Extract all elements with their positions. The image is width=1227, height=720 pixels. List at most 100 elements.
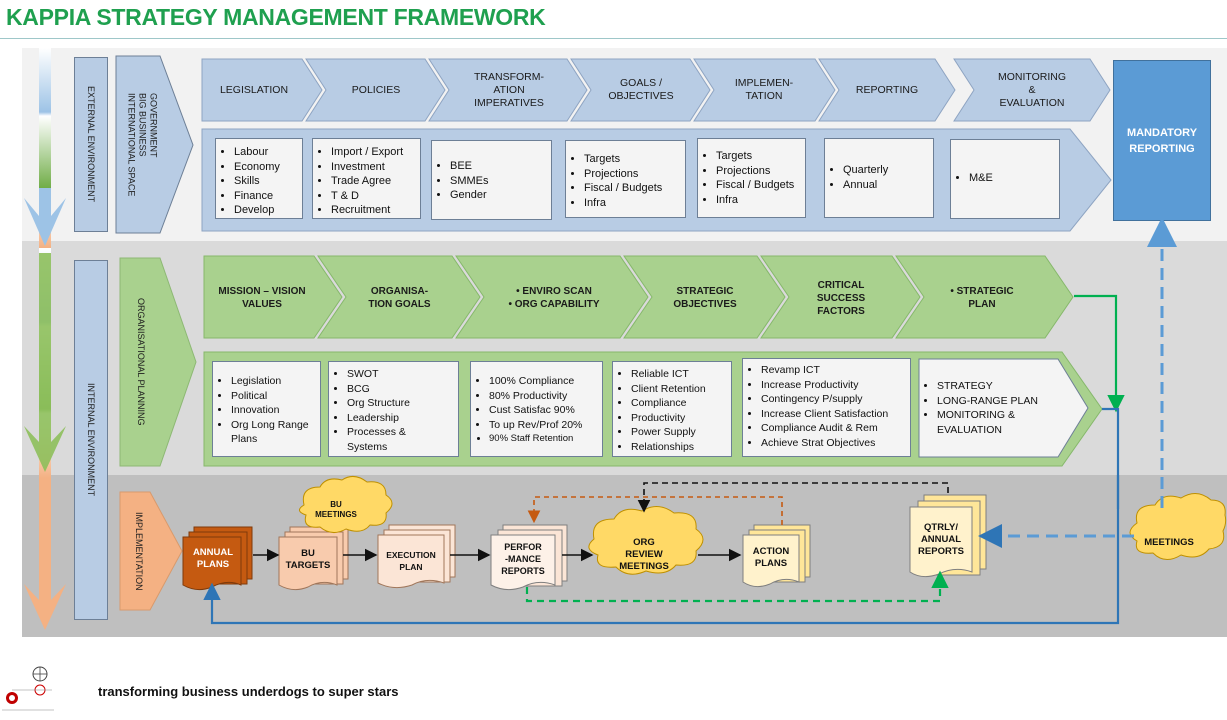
step-transformation: TRANSFORM- ATION IMPERATIVES — [474, 70, 544, 109]
detail-item: Contingency P/supply — [761, 392, 906, 407]
page-title: KAPPIA STRATEGY MANAGEMENT FRAMEWORK — [6, 4, 546, 30]
step-reporting: REPORTING — [855, 83, 919, 96]
detail-item: Economy — [234, 160, 298, 175]
external-environment-label: EXTERNAL ENVIRONMENT — [74, 57, 108, 232]
mandatory-reporting-box: MANDATORY REPORTING — [1113, 60, 1211, 221]
implementation-chevron — [119, 491, 183, 611]
step-policies: POLICIES — [351, 83, 401, 96]
detail-item: Increase Productivity — [761, 378, 906, 393]
org-planning-label: ORGANISATIONAL PLANNING — [136, 298, 146, 426]
step-strategic-plan: • STRATEGIC PLAN — [950, 286, 1014, 310]
detail-item: 100% Compliance — [489, 374, 598, 389]
bu-targets-label: BU TARGETS — [285, 548, 331, 571]
step-critical-success: CRITICAL SUCCESS FACTORS — [816, 279, 866, 317]
execution-plan-stack — [377, 524, 456, 589]
detail-item: STRATEGY — [937, 379, 1055, 394]
detail-item: Gender — [450, 188, 547, 203]
stakeholder-item: GOVERNMENT — [148, 93, 159, 158]
strategy-detail-arrow — [918, 358, 1089, 458]
qtrly-reports-stack — [909, 494, 987, 578]
detail-item: BCG — [347, 382, 454, 397]
internal-detail-box: Reliable ICT Client Retention Compliance… — [612, 361, 732, 457]
meetings-label: MEETINGS — [1144, 537, 1194, 548]
title-divider — [0, 38, 1227, 39]
external-detail-box: M&E — [950, 139, 1060, 219]
step-strategic-objectives: STRATEGIC OBJECTIVES — [673, 286, 737, 310]
step-monitoring: MONITORING & EVALUATION — [997, 70, 1067, 109]
action-plans-stack — [742, 524, 811, 588]
detail-item: Trade Agree — [331, 174, 416, 189]
detail-item: Annual — [843, 178, 929, 193]
detail-item: Compliance Audit & Rem — [761, 421, 906, 436]
external-detail-box: Targets Projections Fiscal / Budgets Inf… — [697, 138, 806, 218]
detail-item: T & D — [331, 189, 416, 204]
annual-plans-stack — [182, 526, 253, 591]
detail-item: Investment — [331, 160, 416, 175]
step-enviro-scan: • ENVIRO SCAN • ORG CAPABILITY — [508, 286, 600, 310]
detail-item: Reliable ICT — [631, 367, 727, 382]
external-steps-arrows — [201, 58, 1111, 122]
detail-item: Innovation — [231, 403, 316, 418]
cloud-shapes — [299, 476, 1227, 575]
bu-meetings-label: BU MEETINGS — [315, 500, 357, 519]
detail-item: BEE — [450, 159, 547, 174]
external-detail-box: Targets Projections Fiscal / Budgets Inf… — [565, 140, 686, 218]
step-org-goals: ORGANISA- TION GOALS — [368, 286, 431, 310]
step-implementation: IMPLEMEN- TATION — [734, 77, 794, 102]
detail-item: Infra — [716, 193, 801, 208]
logo-icon — [2, 666, 54, 711]
qtrly-reports-label: QTRLY/ ANNUAL REPORTS — [918, 522, 964, 557]
detail-item: Import / Export — [331, 145, 416, 160]
implementation-flow — [182, 475, 1227, 625]
detail-item: Cust Satisfac 90% — [489, 403, 598, 418]
detail-item: LONG-RANGE PLAN — [937, 394, 1055, 409]
step-goals: GOALS / OBJECTIVES — [608, 77, 674, 102]
detail-item: Political — [231, 389, 316, 404]
internal-steps-arrows — [203, 255, 1074, 339]
detail-item: Relationships — [631, 440, 727, 455]
detail-item: 80% Productivity — [489, 389, 598, 404]
detail-item: Compliance — [631, 396, 727, 411]
external-detail-box: Import / Export Investment Trade Agree T… — [312, 138, 421, 219]
detail-item: Client Retention — [631, 382, 727, 397]
detail-item: Fiscal / Budgets — [716, 178, 801, 193]
right-connectors — [1074, 220, 1177, 509]
detail-item: 90% Staff Retention — [489, 432, 598, 447]
detail-item: Processes & Systems — [347, 425, 454, 454]
performance-reports-label: PERFOR -MANCE REPORTS — [501, 542, 545, 576]
detail-item: SWOT — [347, 367, 454, 382]
stakeholders-list: GOVERNMENT BIG BUSINESS INTERNATIONAL SP… — [120, 62, 164, 228]
detail-item: Finance — [234, 189, 298, 204]
detail-item: Recruitment — [331, 203, 416, 218]
implementation-label: IMPLEMENTATION — [134, 511, 144, 591]
detail-item: Labour — [234, 145, 298, 160]
external-detail-box: BEE SMMEs Gender — [431, 140, 552, 220]
detail-item: Targets — [716, 149, 801, 164]
internal-detail-box: Legislation Political Innovation Org Lon… — [212, 361, 321, 457]
detail-item: Quarterly — [843, 163, 929, 178]
detail-item: Infra — [584, 196, 681, 211]
detail-item: Org Structure — [347, 396, 454, 411]
detail-item: Skills — [234, 174, 298, 189]
detail-item: Fiscal / Budgets — [584, 181, 681, 196]
step-mission: MISSION – VISION VALUES — [218, 286, 306, 310]
detail-item: Achieve Strat Objectives — [761, 436, 906, 451]
detail-item: Org Long Range Plans — [231, 418, 316, 447]
internal-detail-box: Revamp ICT Increase Productivity Conting… — [742, 358, 911, 457]
stakeholder-item: BIG BUSINESS — [137, 93, 148, 157]
external-detail-box: Labour Economy Skills Finance Develop — [215, 138, 303, 219]
performance-reports-stack — [490, 524, 568, 591]
execution-plan-label: EXECUTION PLAN — [386, 550, 436, 572]
detail-item: Develop — [234, 203, 298, 218]
footer-tagline: transforming business underdogs to super… — [98, 684, 399, 699]
detail-item: Increase Client Satisfaction — [761, 407, 906, 422]
stakeholders-chevron — [115, 55, 194, 234]
internal-detail-box: STRATEGY LONG-RANGE PLAN MONITORING & EV… — [919, 359, 1059, 457]
org-review-meetings-label: ORG REVIEW MEETINGS — [619, 537, 669, 572]
detail-item: Legislation — [231, 374, 316, 389]
stakeholder-item: INTERNATIONAL SPACE — [126, 93, 137, 197]
detail-item: MONITORING & EVALUATION — [937, 408, 1055, 437]
detail-item: Productivity — [631, 411, 727, 426]
internal-detail-box: 100% Compliance 80% Productivity Cust Sa… — [470, 361, 603, 457]
action-plans-label: ACTION PLANS — [752, 546, 790, 569]
